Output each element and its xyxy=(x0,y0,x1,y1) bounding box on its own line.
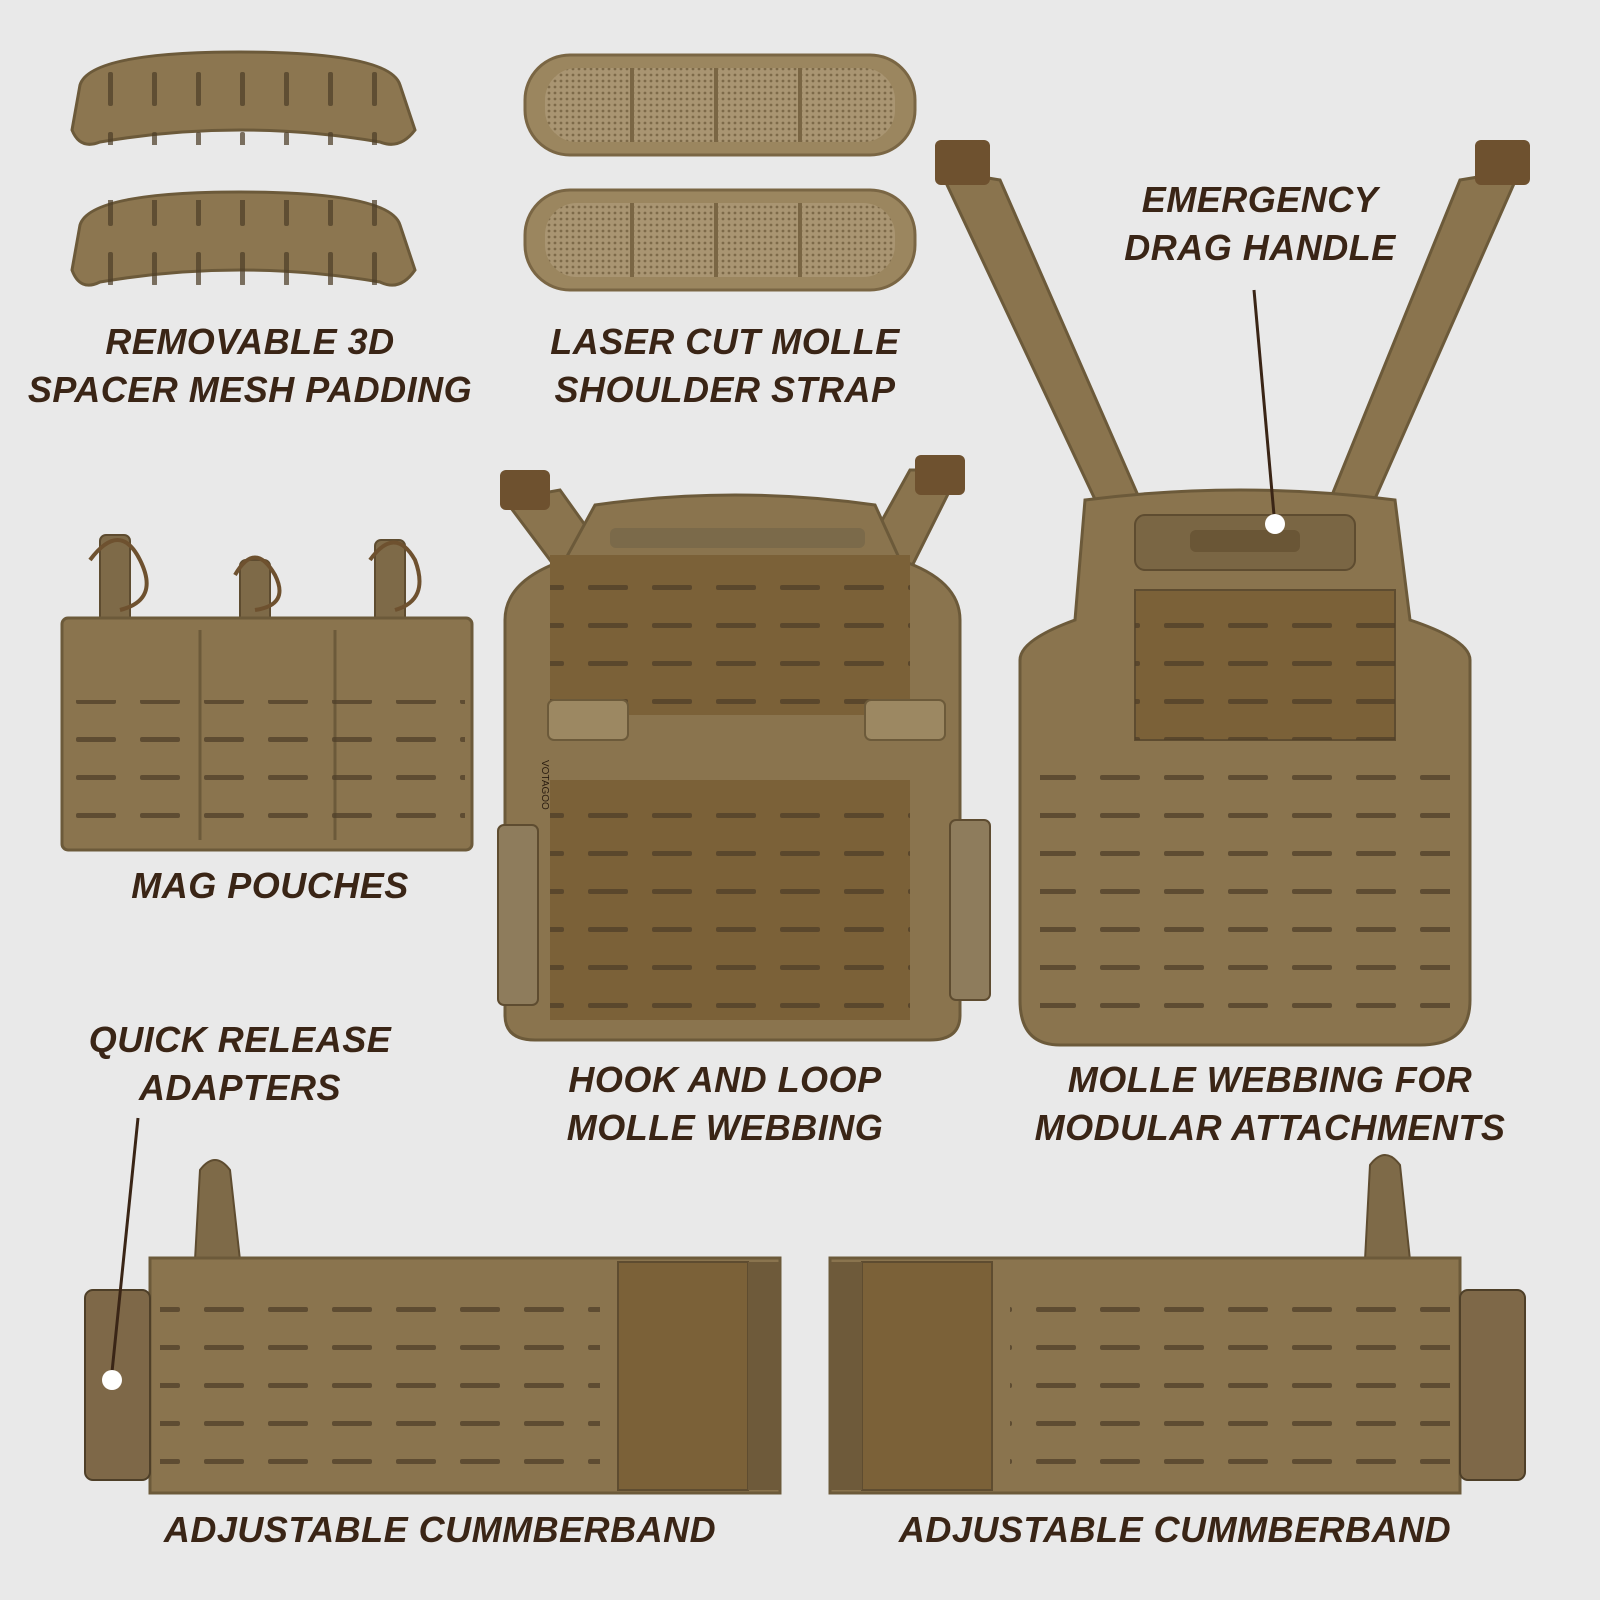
label-hook-loop: HOOK AND LOOP MOLLE WEBBING xyxy=(566,1059,884,1148)
quick-release-callout-line xyxy=(110,1117,140,1373)
cummerband-left xyxy=(84,1159,782,1495)
spacer-mesh-padding-bottom xyxy=(70,190,417,287)
label-cummerband-left: ADJUSTABLE CUMMBERBAND xyxy=(163,1509,717,1550)
molle-shoulder-strap-bottom xyxy=(523,188,917,292)
spacer-mesh-padding-top xyxy=(70,50,417,146)
left-strap-buckle xyxy=(935,140,990,185)
quick-release-callout-dot xyxy=(102,1370,122,1390)
label-molle-webbing: MOLLE WEBBING FOR MODULAR ATTACHMENTS xyxy=(1034,1059,1506,1148)
label-mag-pouches: MAG POUCHES xyxy=(131,865,409,906)
right-quick-release-buckle xyxy=(1459,1289,1526,1481)
label-spacer-mesh-padding: REMOVABLE 3D SPACER MESH PADDING xyxy=(27,321,473,410)
front-zipper-pocket xyxy=(610,528,865,548)
back-molle-grid xyxy=(1040,750,1450,1030)
mag-pouches xyxy=(60,534,474,852)
drag-handle-callout-dot xyxy=(1265,514,1285,534)
molle-shoulder-strap-top xyxy=(523,53,917,157)
cummerband-right xyxy=(828,1154,1526,1495)
label-quick-release: QUICK RELEASE ADAPTERS xyxy=(88,1019,392,1108)
label-drag-handle: EMERGENCY DRAG HANDLE xyxy=(1124,179,1396,268)
front-plate-carrier xyxy=(497,455,991,1042)
front-plate-brand: VOTAGOO xyxy=(539,760,550,810)
label-shoulder-strap: LASER CUT MOLLE SHOULDER STRAP xyxy=(550,321,900,410)
label-cummerband-right: ADJUSTABLE CUMMBERBAND xyxy=(898,1509,1452,1550)
back-plate-carrier xyxy=(935,140,1530,1047)
right-strap-buckle xyxy=(1475,140,1530,185)
drag-handle-callout-line xyxy=(1252,289,1276,516)
